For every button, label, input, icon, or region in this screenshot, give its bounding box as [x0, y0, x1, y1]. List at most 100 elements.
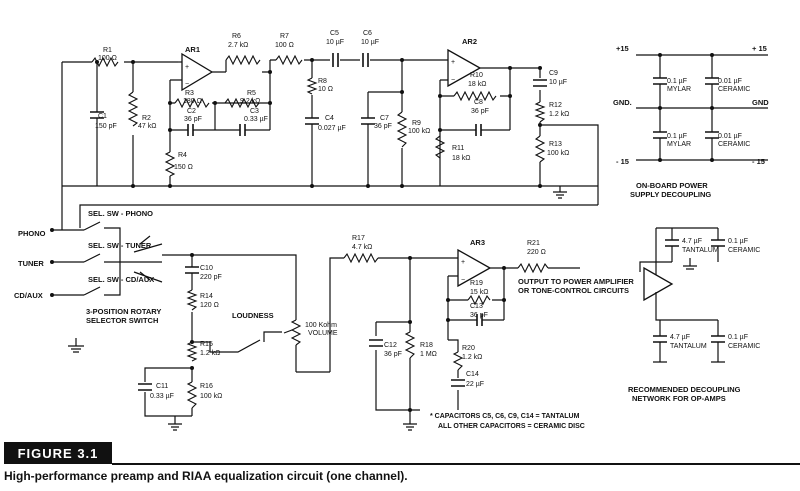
rotary-label-1: 3-POSITION ROTARY	[86, 307, 161, 316]
schematic-diagram: +− +− +−	[14, 30, 769, 431]
resistor-r14	[186, 289, 198, 311]
resistor-r4	[164, 151, 176, 177]
value-c7: 36 pF	[374, 123, 392, 130]
label-r20: R20	[462, 345, 475, 352]
component-labels: R1 100 Ω C1 150 pF R2 47 kΩ AR1 R3 180 Ω…	[95, 30, 569, 400]
input-phono-label: PHONO	[18, 229, 46, 238]
value-r8: 10 Ω	[318, 86, 333, 93]
ps-plus-left: +15	[616, 44, 629, 53]
opamp-ar2	[447, 48, 482, 88]
label-r17: R17	[352, 235, 365, 242]
od-tantalum-bottom: TANTALUM	[670, 343, 707, 350]
label-r19: R19	[470, 280, 483, 287]
resistor-r5	[224, 97, 260, 109]
resistors	[91, 54, 549, 409]
value-volume: VOLUME	[308, 330, 338, 337]
svg-text:+: +	[185, 64, 189, 71]
resistor-r18	[404, 331, 416, 359]
power-supply-decoupling	[636, 53, 768, 162]
label-r2: R2	[142, 115, 151, 122]
ps-mylar-value-top: 0.1 µF	[667, 78, 687, 85]
resistor-r19	[467, 294, 491, 306]
value-r16: 100 kΩ	[200, 393, 222, 400]
power-labels: +15 + 15 GND. GND - 15 - 15 0.1 µF MYLAR…	[613, 44, 769, 403]
ps-mylar-value-bottom: 0.1 µF	[667, 133, 687, 140]
label-r1: R1	[103, 47, 112, 54]
resistor-r10	[453, 90, 497, 102]
sel-cdaux-label: SEL. SW - CD/AUX	[88, 275, 154, 284]
value-r4: 150 Ω	[174, 164, 193, 171]
label-c7: C7	[380, 115, 389, 122]
label-r4: R4	[178, 152, 187, 159]
capacitor-c10	[185, 266, 199, 274]
capacitor-c5	[332, 53, 339, 67]
sel-tuner-label: SEL. SW - TUNER	[88, 241, 152, 250]
input-tuner-label: TUNER	[18, 259, 44, 268]
label-c12: C12	[384, 342, 397, 349]
value-c2: 36 pF	[184, 116, 202, 123]
output-label-1: OUTPUT TO POWER AMPLIFIER	[518, 277, 634, 286]
od-cer-value-top: 0.1 µF	[728, 238, 748, 245]
resistor-r1	[91, 56, 119, 68]
label-c5: C5	[330, 30, 339, 37]
label-c9: C9	[549, 70, 558, 77]
svg-text:−: −	[461, 277, 465, 284]
ps-title-1: ON-BOARD POWER	[636, 181, 708, 190]
value-c6: 10 µF	[361, 39, 379, 46]
note-line-2: ALL OTHER CAPACITORS = CERAMIC DISC	[438, 423, 585, 430]
sel-phono-label: SEL. SW - PHONO	[88, 209, 153, 218]
label-c2: C2	[187, 108, 196, 115]
resistor-r15	[186, 341, 198, 362]
ps-title-2: SUPPLY DECOUPLING	[630, 190, 711, 199]
rotary-label-2: SELECTOR SWITCH	[86, 316, 158, 325]
value-r12: 1.2 kΩ	[549, 111, 569, 118]
od-tantalum-top: TANTALUM	[682, 247, 719, 254]
value-c14: 22 µF	[466, 381, 484, 388]
ps-mylar-top: MYLAR	[667, 86, 691, 93]
value-r17: 4.7 kΩ	[352, 244, 372, 251]
ps-minus-left: - 15	[616, 157, 629, 166]
svg-text:−: −	[185, 81, 189, 88]
value-c8: 36 pF	[471, 108, 489, 115]
svg-text:+: +	[451, 59, 455, 66]
resistor-r2	[127, 91, 139, 127]
value-c10: 220 pF	[200, 274, 222, 281]
label-c3: C3	[250, 108, 259, 115]
loudness-label: LOUDNESS	[232, 311, 274, 320]
label-r5: R5	[247, 90, 256, 97]
label-r7: R7	[280, 33, 289, 40]
label-ar3: AR3	[470, 238, 485, 247]
label-c13: C13	[470, 303, 483, 310]
label-r11: R11	[452, 145, 464, 152]
capacitor-c2	[187, 124, 194, 136]
label-c6: C6	[363, 30, 372, 37]
ps-ceramic-bottom: CERAMIC	[718, 141, 750, 148]
ps-ceramic-value-bottom: 0.01 µF	[718, 133, 742, 140]
od-cer-value-bottom: 0.1 µF	[728, 334, 748, 341]
value-c9: 10 µF	[549, 79, 567, 86]
value-r2: 47 kΩ	[138, 123, 156, 130]
label-c11: C11	[156, 383, 168, 390]
junctions	[50, 58, 542, 412]
label-r12: R12	[549, 102, 562, 109]
label-r15: R15	[200, 341, 213, 348]
od-title-2: NETWORK FOR OP-AMPS	[632, 394, 726, 403]
label-r9: R9	[412, 120, 421, 127]
label-c4: C4	[325, 115, 334, 122]
value-r10: 18 kΩ	[468, 81, 486, 88]
value-c5: 10 µF	[326, 39, 344, 46]
label-ar1: AR1	[185, 45, 200, 54]
resistor-r12	[534, 101, 546, 123]
capacitor-c12	[369, 339, 383, 347]
resistor-r13	[534, 135, 546, 163]
figure-label: FIGURE 3.1	[4, 442, 112, 464]
capacitor-c3	[239, 124, 246, 136]
value-c12: 36 pF	[384, 351, 402, 358]
svg-text:−: −	[451, 77, 455, 84]
label-r14: R14	[200, 293, 213, 300]
resistor-r21	[517, 262, 549, 274]
resistor-r11	[434, 135, 446, 159]
label-c14: C14	[466, 371, 479, 378]
od-ceramic-top: CERAMIC	[728, 247, 760, 254]
label-ar2: AR2	[462, 37, 477, 46]
